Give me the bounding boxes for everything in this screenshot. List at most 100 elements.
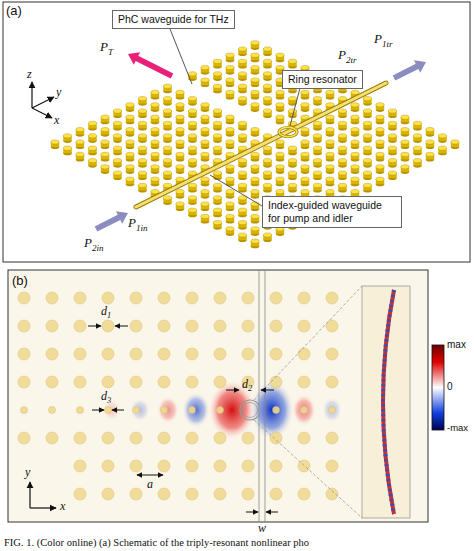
photonic-crystal-cylinders xyxy=(138,171,146,175)
callout-box: Ring resonator xyxy=(282,70,363,89)
callout-text: PhC waveguide for THz xyxy=(118,13,229,26)
photonic-crystal-cylinders xyxy=(301,103,309,107)
photonic-crystal-cylinders xyxy=(326,165,334,174)
photonic-crystal-cylinders xyxy=(451,140,459,144)
photonic-crystal-holes xyxy=(270,376,282,388)
photonic-crystal-cylinders xyxy=(238,97,246,106)
photonic-crystal-cylinders xyxy=(151,152,159,161)
photonic-crystal-holes xyxy=(326,348,338,360)
photonic-crystal-cylinders xyxy=(163,134,171,138)
photonic-crystal-cylinders xyxy=(251,41,259,45)
photonic-crystal-cylinders xyxy=(413,134,421,138)
field-pattern xyxy=(130,398,150,422)
photonic-crystal-cylinders xyxy=(213,196,221,205)
photonic-crystal-cylinders xyxy=(163,134,171,143)
photonic-crystal-cylinders xyxy=(351,152,359,156)
power-arrow xyxy=(95,211,128,231)
photonic-crystal-cylinders xyxy=(138,109,146,118)
photonic-crystal-cylinders xyxy=(301,103,309,112)
photonic-crystal-holes xyxy=(298,348,310,360)
photonic-crystal-cylinders xyxy=(338,121,346,125)
photonic-crystal-cylinders xyxy=(213,171,221,175)
photonic-crystal-cylinders xyxy=(388,171,396,180)
photonic-crystal-cylinders xyxy=(213,134,221,143)
photonic-crystal-cylinders xyxy=(151,115,159,119)
photonic-crystal-cylinders xyxy=(326,115,334,119)
photonic-crystal-cylinders xyxy=(138,159,146,163)
dimension-label: a xyxy=(147,478,153,491)
axis-label: y xyxy=(25,466,30,479)
leader-line xyxy=(210,175,262,206)
photonic-crystal-cylinders xyxy=(176,165,184,174)
photonic-crystal-cylinders xyxy=(201,165,209,169)
photonic-crystal-cylinders xyxy=(438,146,446,150)
photonic-crystal-holes xyxy=(242,348,254,360)
photonic-crystal-cylinders xyxy=(251,140,259,144)
photonic-crystal-cylinders xyxy=(163,146,171,155)
photonic-crystal-cylinders xyxy=(201,152,209,161)
photonic-crystal-cylinders xyxy=(238,121,246,125)
photonic-crystal-cylinders xyxy=(188,183,196,192)
photonic-crystal-cylinders xyxy=(338,97,346,101)
photonic-crystal-cylinders xyxy=(363,183,371,192)
photonic-crystal-holes xyxy=(46,320,58,332)
photonic-crystal-cylinders xyxy=(101,152,109,156)
photonic-crystal-cylinders xyxy=(251,103,259,112)
panel-label: (a) xyxy=(6,4,22,18)
photonic-crystal-cylinders xyxy=(188,97,196,106)
panel-frame xyxy=(8,270,428,522)
photonic-crystal-cylinders xyxy=(238,208,246,212)
photonic-crystal-holes xyxy=(74,376,86,388)
photonic-crystal-holes xyxy=(298,432,310,444)
photonic-crystal-cylinders xyxy=(226,140,234,144)
photonic-crystal-cylinders xyxy=(376,103,384,107)
photonic-crystal-cylinders xyxy=(226,190,234,199)
photonic-crystal-cylinders xyxy=(188,72,196,76)
photonic-crystal-cylinders xyxy=(251,90,259,94)
photonic-crystal-cylinders xyxy=(251,214,259,218)
photonic-crystal-cylinders xyxy=(213,72,221,76)
photonic-crystal-cylinders xyxy=(363,121,371,125)
photonic-crystal-cylinders xyxy=(338,134,346,143)
photonic-crystal-cylinders xyxy=(288,183,296,192)
photonic-crystal-cylinders xyxy=(226,66,234,75)
dimension-arrow xyxy=(88,326,278,512)
photonic-crystal-cylinders xyxy=(126,152,134,156)
photonic-crystal-cylinders xyxy=(113,134,121,138)
photonic-crystal-cylinders xyxy=(51,140,59,149)
photonic-crystal-cylinders xyxy=(188,196,196,205)
photonic-crystal-cylinders xyxy=(301,165,309,174)
photonic-crystal-cylinders xyxy=(313,121,321,130)
photonic-crystal-cylinders xyxy=(376,140,384,149)
photonic-crystal-cylinders xyxy=(201,190,209,194)
photonic-crystal-cylinders xyxy=(251,128,259,137)
photonic-crystal-cylinders xyxy=(176,202,184,206)
photonic-crystal-cylinders xyxy=(188,72,196,81)
photonic-crystal-cylinders xyxy=(76,140,84,144)
photonic-crystal-cylinders xyxy=(251,53,259,57)
photonic-crystal-cylinders xyxy=(151,128,159,132)
photonic-crystal-cylinders xyxy=(288,171,296,175)
photonic-crystal-cylinders xyxy=(176,90,184,99)
photonic-crystal-cylinders xyxy=(188,97,196,101)
photonic-crystal-cylinders xyxy=(88,121,96,130)
photonic-crystal-cylinders xyxy=(351,115,359,124)
photonic-crystal-cylinders xyxy=(376,103,384,112)
photonic-crystal-cylinders xyxy=(201,66,209,70)
photonic-crystal-cylinders xyxy=(276,53,284,57)
photonic-crystal-cylinders xyxy=(188,121,196,125)
photonic-crystal-holes xyxy=(130,320,142,332)
photonic-crystal-cylinders xyxy=(401,152,409,161)
photonic-crystal-cylinders xyxy=(126,165,134,174)
photonic-crystal-cylinders xyxy=(351,115,359,119)
photonic-crystal-cylinders xyxy=(213,221,221,230)
photonic-crystal-cylinders xyxy=(238,196,246,205)
photonic-crystal-cylinders xyxy=(226,78,234,87)
photonic-crystal-cylinders xyxy=(326,152,334,156)
photonic-crystal-cylinders xyxy=(238,159,246,163)
photonic-crystal-cylinders xyxy=(301,90,309,99)
photonic-crystal-holes xyxy=(298,320,310,332)
photonic-crystal-cylinders xyxy=(213,221,221,225)
power-arrow xyxy=(128,52,173,78)
photonic-crystal-cylinders xyxy=(138,183,146,192)
